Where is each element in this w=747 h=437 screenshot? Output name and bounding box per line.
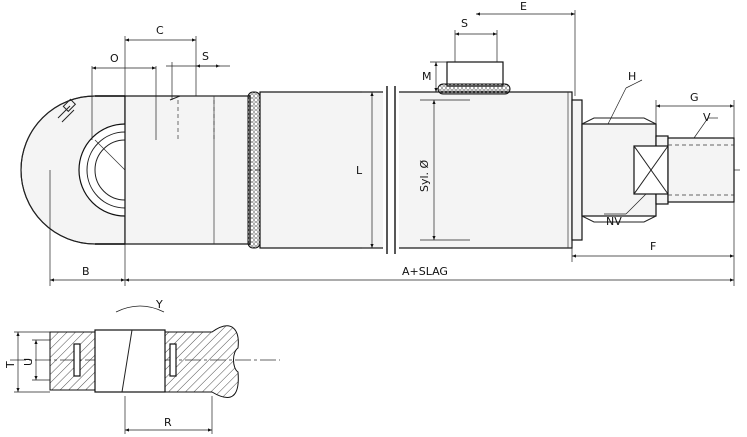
weld-seam-left <box>247 91 261 249</box>
label-R: R <box>164 416 172 429</box>
dim-G: G <box>655 91 735 138</box>
label-M: M <box>422 70 432 83</box>
label-H: H <box>628 70 636 83</box>
label-E: E <box>520 0 527 13</box>
label-L: L <box>356 164 363 177</box>
dim-C: C <box>91 24 197 140</box>
label-S-port: S <box>461 17 468 30</box>
dim-R: R <box>124 396 213 434</box>
dim-M: M <box>422 61 447 93</box>
label-cylinder-diameter: Syl. Ø <box>418 159 431 192</box>
label-V: V <box>703 111 711 124</box>
leader-H: H <box>607 70 643 125</box>
label-F: F <box>650 240 656 253</box>
dim-U: U <box>22 339 50 381</box>
cylinder-barrel <box>259 86 573 254</box>
label-NV: NV <box>606 215 622 228</box>
eye-body-section <box>164 325 239 398</box>
leader-Y: Y <box>115 298 165 313</box>
bearing-race-right <box>169 343 177 377</box>
label-O: O <box>110 52 119 65</box>
dim-S-eye: S <box>166 50 230 100</box>
dim-B: B <box>49 170 126 286</box>
dim-L: L <box>356 91 382 249</box>
leader-V: V <box>693 111 718 139</box>
section-view: Y T U R <box>4 298 280 434</box>
label-B: B <box>82 265 90 278</box>
port-boss <box>437 61 511 95</box>
dim-F: F <box>571 240 734 262</box>
leader-NV: NV <box>604 193 647 228</box>
label-G: G <box>690 91 699 104</box>
dim-O: O <box>92 52 157 140</box>
dim-T: T <box>4 331 50 393</box>
bearing-race-left <box>73 343 81 377</box>
dim-E: E <box>476 0 576 96</box>
label-U: U <box>22 358 35 366</box>
main-view: C O S S E <box>20 0 740 286</box>
label-C: C <box>156 24 164 37</box>
label-T: T <box>4 361 17 369</box>
label-S-eye: S <box>202 50 209 63</box>
bearing-section-left <box>49 331 96 391</box>
rod-end-thread <box>633 135 735 205</box>
dim-A-slag: A+SLAG <box>124 202 735 286</box>
label-A-slag: A+SLAG <box>402 265 448 278</box>
dim-S-port: S <box>454 17 498 62</box>
rod-end-block <box>124 95 251 245</box>
label-Y: Y <box>155 298 163 311</box>
grease-nipple <box>57 98 77 123</box>
dim-cylinder-diameter: Syl. Ø <box>418 99 470 241</box>
